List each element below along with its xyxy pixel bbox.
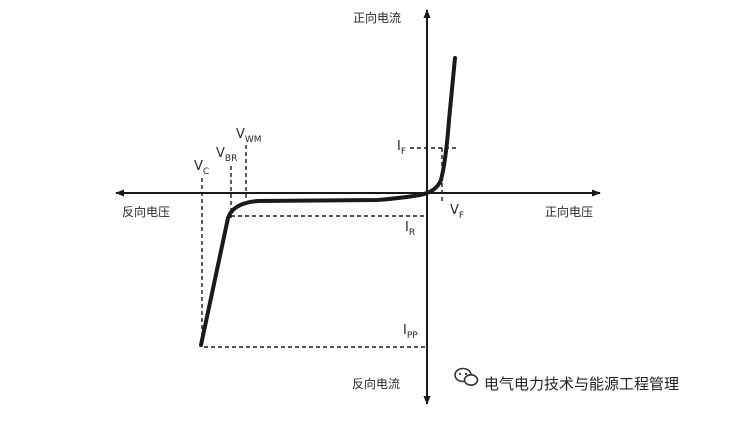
iv-curve <box>199 56 457 347</box>
wechat-icon <box>454 367 479 386</box>
vf-label: VF <box>450 203 464 221</box>
if-label: IF <box>397 139 406 157</box>
ir-label: IR <box>405 220 415 238</box>
reverse-voltage-label: 反向电压 <box>122 204 170 219</box>
reverse-current-label: 反向电流 <box>352 376 400 391</box>
vwm-label: VWM <box>236 127 262 145</box>
watermark-text: 电气电力技术与能源工程管理 <box>484 375 679 393</box>
reference-lines <box>201 145 458 348</box>
forward-voltage-label: 正向电压 <box>545 204 593 219</box>
vbr-label: VBR <box>216 146 237 164</box>
watermark: 电气电力技术与能源工程管理 <box>454 367 679 393</box>
ipp-label: IPP <box>403 323 418 341</box>
vc-label: VC <box>194 159 209 177</box>
forward-current-label: 正向电流 <box>353 10 401 25</box>
